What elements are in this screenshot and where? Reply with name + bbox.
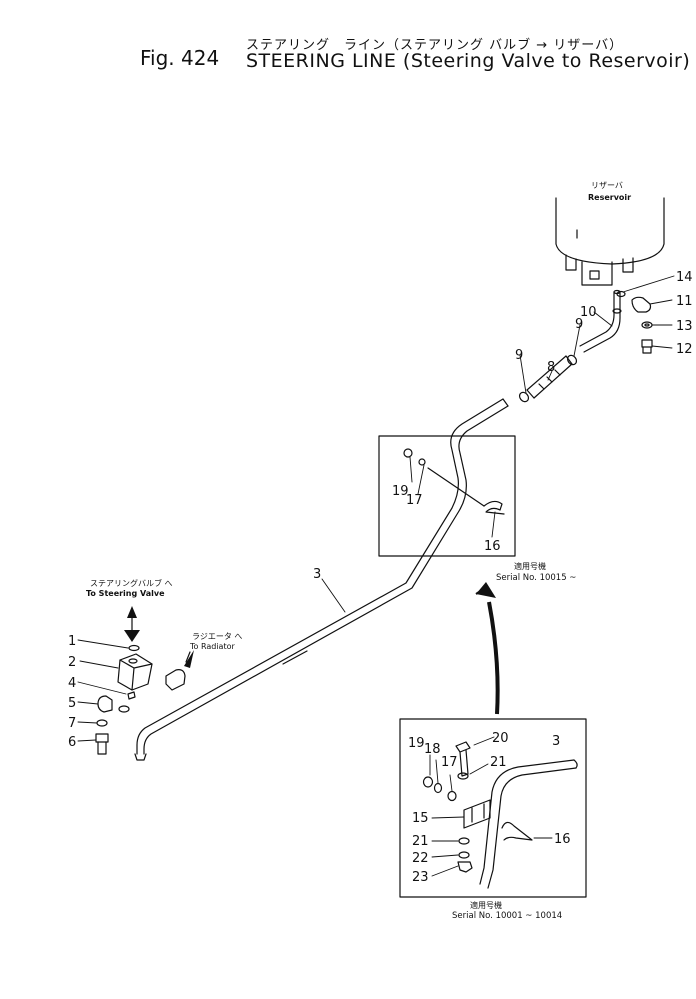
inset-lower-part-23: 23 [412,870,429,885]
inset-lower-part-19: 19 [408,736,425,751]
part-number-12: 12 [676,342,693,357]
inset-lower-part-3: 3 [552,734,560,749]
inset-lower-part-21b: 21 [412,834,429,849]
part-number-2: 2 [68,655,76,670]
part-number-5: 5 [68,696,76,711]
applicable-label-lower: 適用号機 [470,900,502,910]
radiator-arrowhead [184,650,194,668]
part-number-3: 3 [313,567,321,582]
steering-valve-arrowhead [124,630,140,642]
applicable-label-upper: 適用号機 [514,561,546,571]
reservoir-label-ja: リザーバ [591,181,623,190]
inset-upper-clamp [403,448,505,515]
serial-upper: Serial No. 10015 ~ [496,573,576,583]
part-number-10: 10 [580,305,597,320]
inset-lower-hardware [422,772,533,873]
inset-upper-part-19: 19 [392,484,409,499]
inset-lower-part-17: 17 [441,755,458,770]
hose-8 [526,355,573,399]
inset-lower-frame [399,718,587,898]
reservoir-label-en: Reservoir [588,193,631,202]
inset-lower-part-22: 22 [412,851,429,866]
inset-lower-part-18: 18 [424,742,441,757]
title-english: STEERING LINE (Steering Valve to Reservo… [246,50,691,72]
elbow-5 [97,695,130,713]
reservoir-pipe-10 [579,289,622,353]
hose-clamps-9 [518,354,578,403]
part-number-1: 1 [68,634,76,649]
inset-lower-tube-3 [479,759,578,889]
inset-lower-part-20: 20 [492,731,509,746]
inset-lower-bracket-15 [463,799,491,829]
figure-number: Fig. 424 [140,46,220,70]
radiator-elbow [165,651,191,691]
steering-line-3 [134,398,509,761]
inset-lower-leaders [429,736,553,877]
reservoir-fittings [616,290,653,354]
washer-7 [96,719,108,727]
valve-block-2 [117,653,153,691]
serial-change-arrow [475,582,500,715]
o-ring-1 [128,644,140,652]
inset-lower-part-16: 16 [554,832,571,847]
radiator-label-ja: ラジエータ へ [192,632,242,641]
leader-lines [77,275,675,742]
arrowhead-up [127,606,137,618]
inset-lower-part-15: 15 [412,811,429,826]
radiator-label-en: To Radiator [189,642,235,651]
part-number-13: 13 [676,319,693,334]
fitting-4 [127,691,136,700]
inset-lower-part-21a: 21 [490,755,507,770]
bolt-6 [95,733,109,755]
part-number-6: 6 [68,735,76,750]
steering-valve-label-en: To Steering Valve [86,589,165,598]
reservoir-tank [555,197,665,286]
inset-upper-frame [378,435,516,557]
part-number-9b: 9 [575,317,583,332]
part-number-7: 7 [68,716,76,731]
part-number-14: 14 [676,270,693,285]
part-number-4: 4 [68,676,76,691]
part-number-11: 11 [676,294,693,309]
inset-upper-part-17: 17 [406,493,423,508]
serial-lower: Serial No. 10001 ~ 10014 [452,911,562,921]
steering-valve-label-ja: ステアリングバルブ へ [90,578,173,588]
title-japanese: ステアリング ライン（ステアリング バルブ → リザーバ） [246,38,624,53]
part-number-9a: 9 [515,348,523,363]
inset-upper-part-16: 16 [484,539,501,554]
part-number-8: 8 [547,360,555,375]
inset-lower-bolt-20 [455,741,471,777]
